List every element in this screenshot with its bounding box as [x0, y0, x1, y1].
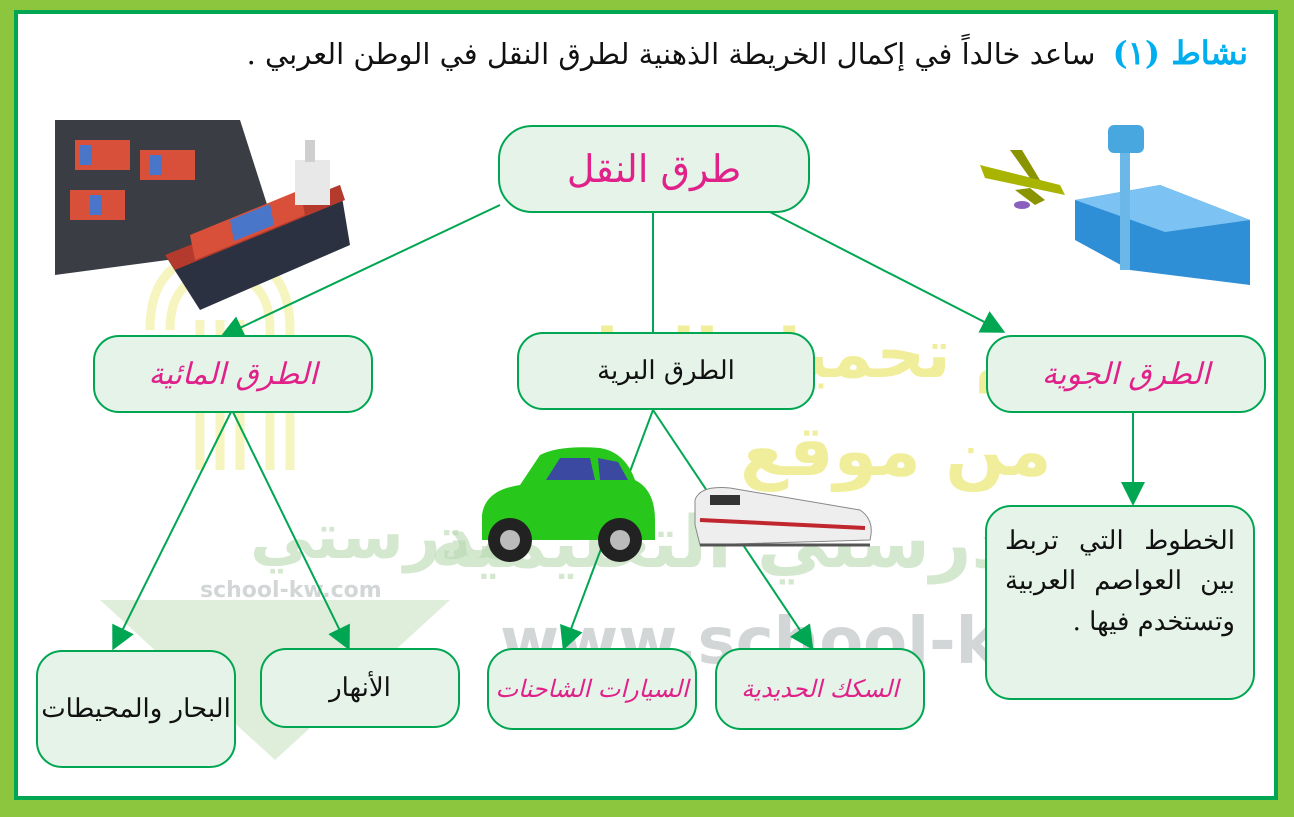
node-seas-oceans-label: البحار والمحيطات	[41, 693, 231, 724]
activity-label: نشاط (١)	[1112, 34, 1248, 72]
connector-water-seas	[112, 409, 233, 651]
node-air-description: الخطوط التي تربط بين العواصم العربية وتس…	[985, 505, 1255, 700]
node-railways-label: السكك الحديدية	[741, 675, 899, 703]
node-rivers: الأنهار	[260, 648, 460, 728]
train-illustration	[694, 487, 872, 547]
car-illustration	[482, 447, 655, 562]
connector-water-rivers	[231, 409, 350, 651]
connector-root-air	[769, 211, 1006, 333]
node-root-label: طرق النقل	[566, 147, 742, 191]
node-cars-trucks: السيارات الشاحنات	[487, 648, 697, 730]
node-air-label: الطرق الجوية	[1041, 356, 1211, 392]
node-land-label: الطرق البرية	[597, 356, 735, 386]
activity-title: نشاط (١) ساعد خالداً في إكمال الخريطة ال…	[247, 34, 1248, 72]
node-land-routes: الطرق البرية	[517, 332, 815, 410]
node-cars-trucks-label: السيارات الشاحنات	[495, 674, 689, 703]
node-seas-oceans: البحار والمحيطات	[36, 650, 236, 768]
node-railways: السكك الحديدية	[715, 648, 925, 730]
node-air-routes: الطرق الجوية	[986, 335, 1266, 413]
node-water-label: الطرق المائية	[148, 356, 318, 392]
node-rivers-label: الأنهار	[329, 673, 391, 703]
connector-root-water	[219, 204, 501, 339]
airport-illustration	[980, 125, 1250, 285]
container-ship-illustration	[55, 120, 350, 310]
watermark-logo-site: school-kw.com	[200, 578, 382, 603]
watermark-line2: من موقع	[740, 410, 1052, 492]
node-air-description-text: الخطوط التي تربط بين العواصم العربية وتس…	[1005, 526, 1235, 637]
node-water-routes: الطرق المائية	[93, 335, 373, 413]
activity-instruction: ساعد خالداً في إكمال الخريطة الذهنية لطر…	[246, 37, 1096, 71]
node-root: طرق النقل	[498, 125, 810, 213]
